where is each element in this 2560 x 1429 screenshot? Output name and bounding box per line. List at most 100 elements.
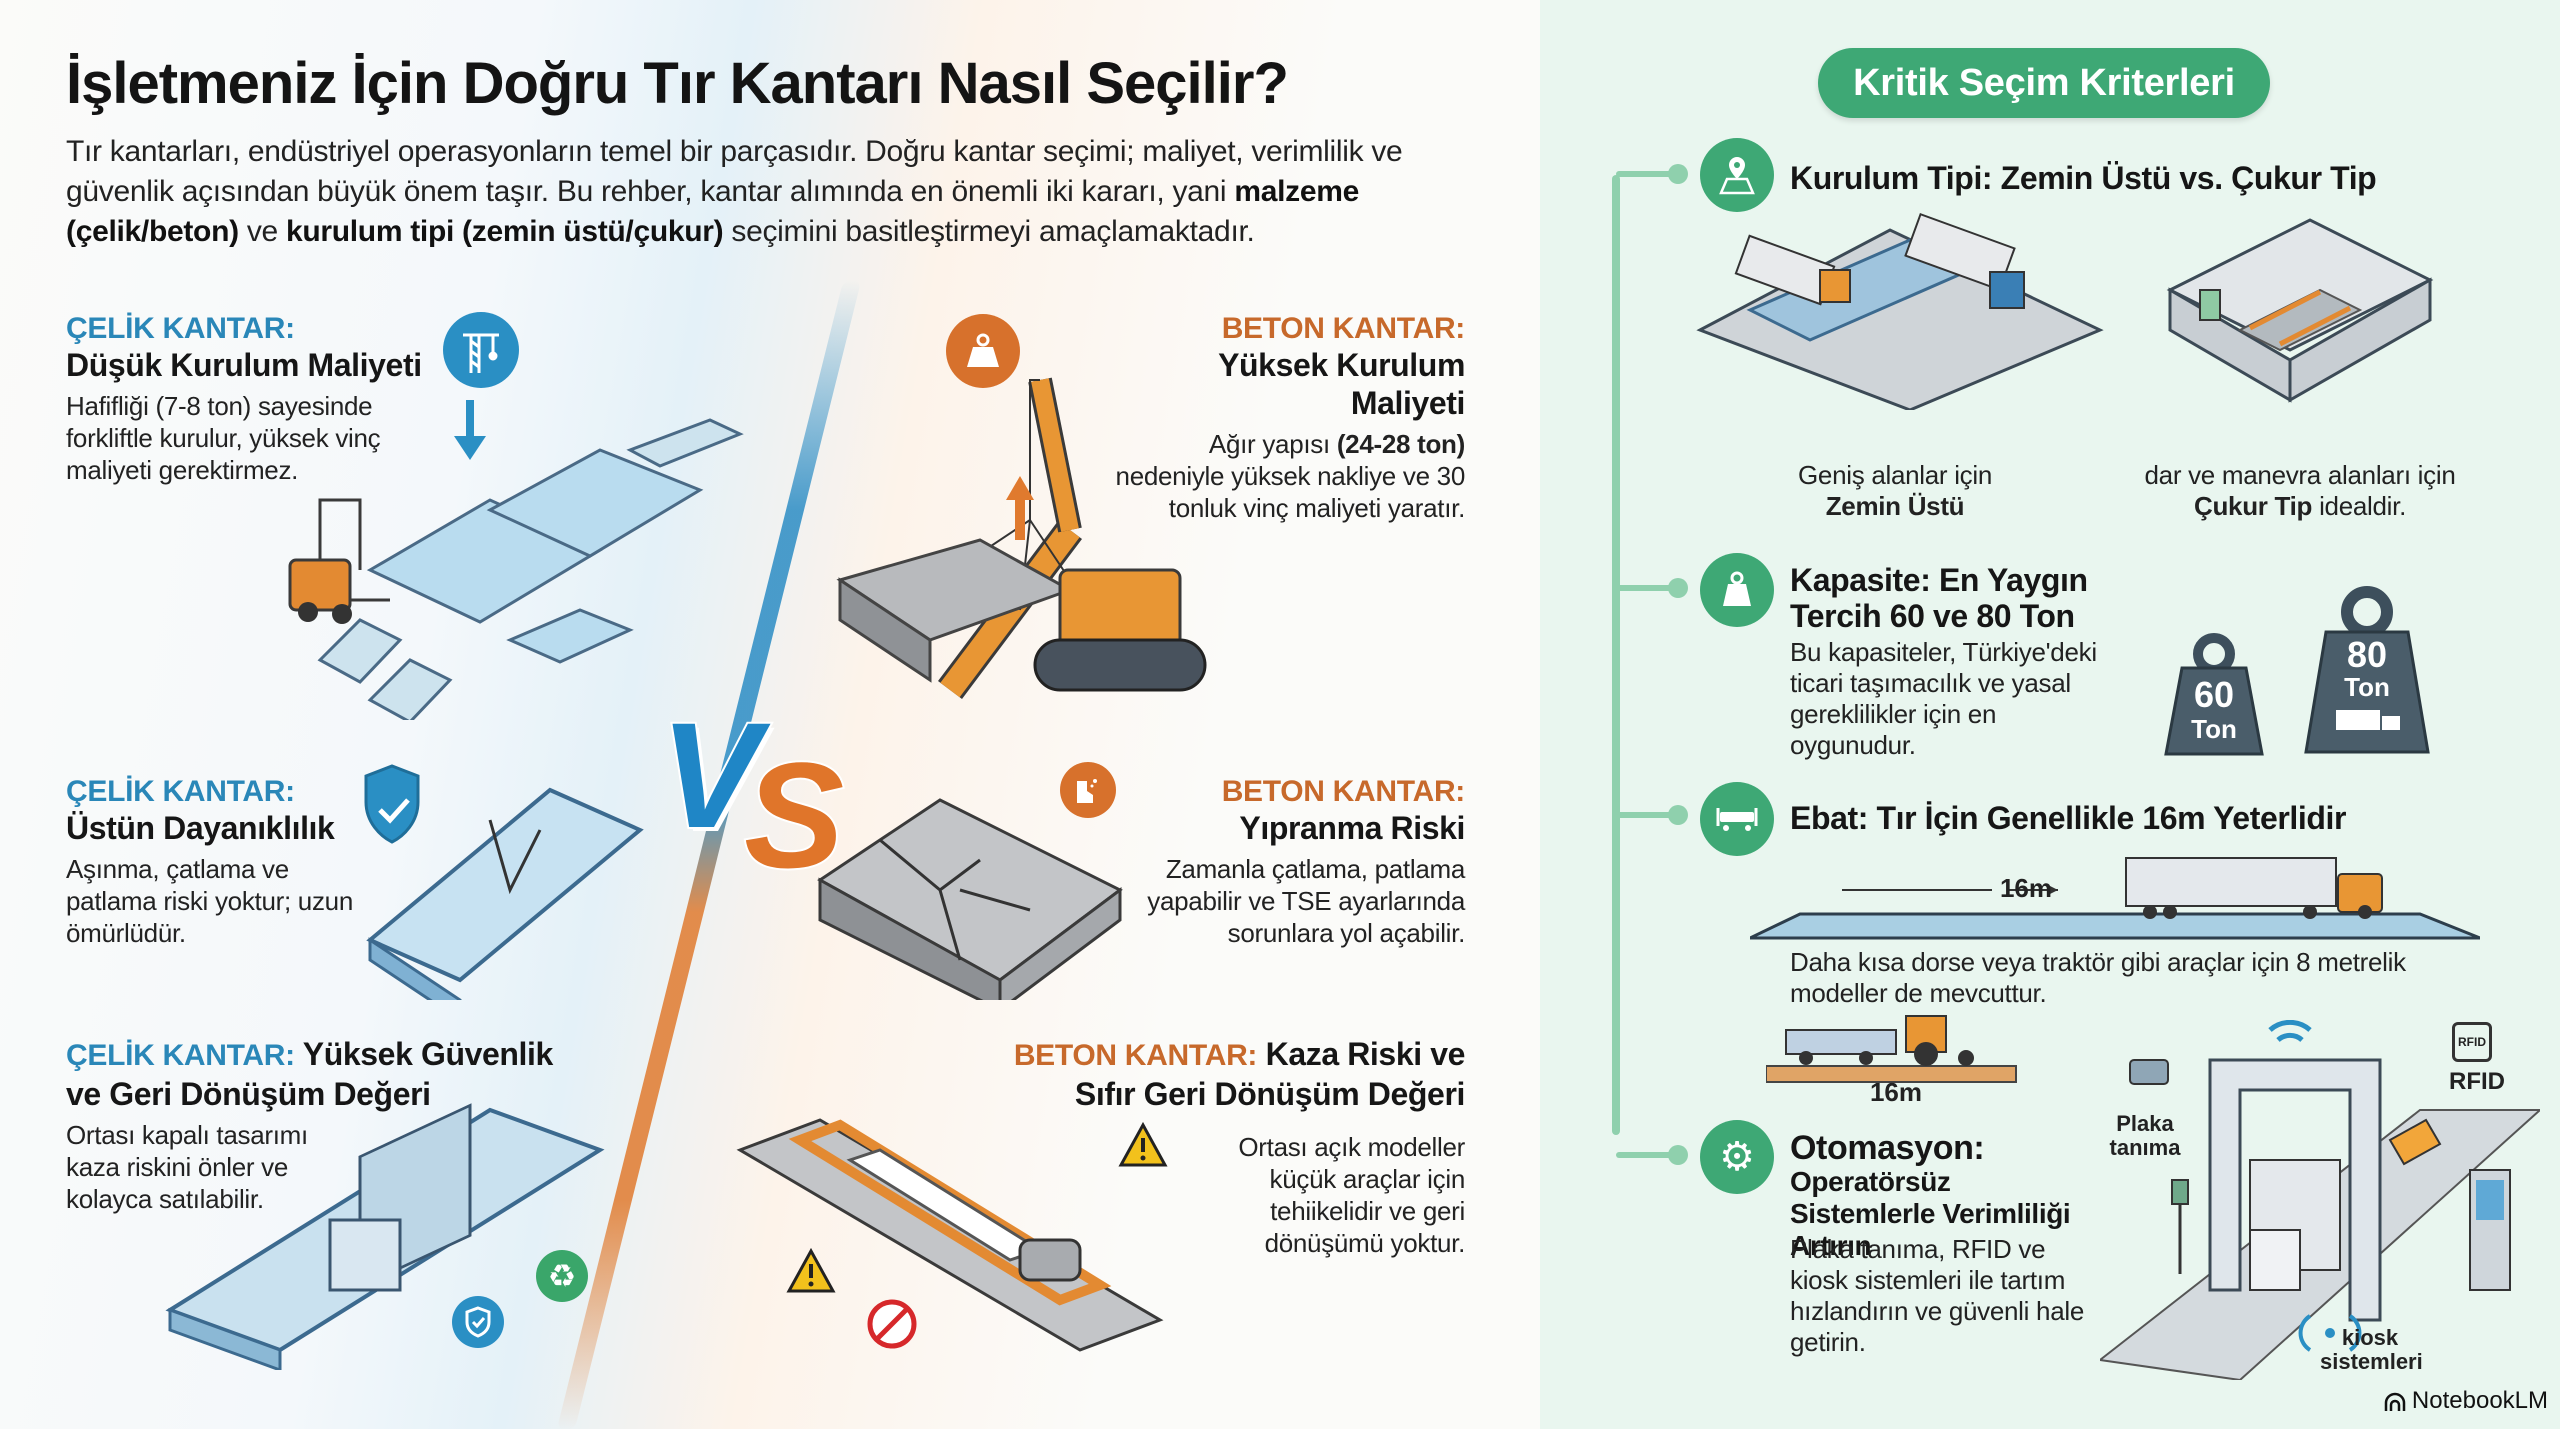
steel-install-cost: ÇELİK KANTAR: Düşük Kurulum Maliyeti Haf…	[66, 312, 426, 486]
automation-gate-illustration	[2100, 1020, 2540, 1380]
concrete-install-cost: BETON KANTAR: Yüksek Kurulum Maliyeti Ağ…	[1100, 312, 1466, 524]
criterion-title: Kapasite: En Yaygın Tercih 60 ve 80 Ton	[1790, 562, 2088, 634]
crumbling-wall-icon	[1060, 762, 1116, 818]
recycle-icon: ♻	[536, 1250, 588, 1302]
gears-icon: ⚙	[1700, 1120, 1774, 1194]
weight-60-ton: 60 Ton	[2164, 630, 2264, 758]
weight-value: 80	[2346, 634, 2388, 675]
kiosk-label: kiosk sistemleri	[2320, 1325, 2423, 1374]
shield-check-icon	[452, 1296, 504, 1348]
caption-text: dar ve manevra alanları için	[2144, 460, 2456, 490]
timeline-node	[1668, 578, 1688, 598]
intro-bold-install: kurulum tipi (zemin üstü/çukur)	[285, 215, 724, 248]
criterion-body: Daha kısa dorse veya traktör gibi araçla…	[1790, 947, 2406, 1008]
comparison-panel: İşletmeniz İçin Doğru Tır Kantarı Nasıl …	[0, 0, 1540, 1429]
weight-value: 60	[2193, 674, 2235, 715]
steel-kicker: ÇELİK KANTAR:	[66, 1039, 295, 1072]
body-bold: (24-28 ton)	[1336, 429, 1465, 459]
concrete-body: Zamanla çatlama, patlama yapabilir ve TS…	[1147, 854, 1465, 948]
pit-scale-illustration	[2166, 218, 2434, 403]
steel-body: Aşınma, çatlama ve patlama riski yoktur;…	[66, 854, 353, 948]
open-concrete-scale-illustration	[736, 1118, 1164, 1352]
truck-16m-scale-illustration	[1750, 857, 2480, 940]
weight-unit: Ton	[2344, 672, 2390, 702]
timeline-branch	[1616, 812, 1676, 818]
weight-icon	[1700, 553, 1774, 627]
steel-kicker: ÇELİK KANTAR:	[66, 775, 295, 808]
steel-body: Hafifliği (7-8 ton) sayesinde forkliftle…	[66, 390, 426, 486]
criterion-body: Plaka tanıma, RFID ve kiosk sistemleri i…	[1790, 1234, 2084, 1357]
steel-modules-forklift-illustration	[288, 400, 744, 720]
concrete-wear-risk: BETON KANTAR: Yıpranma Riski Zamanla çat…	[1100, 775, 1465, 949]
caption-text: Geniş alanlar için	[1797, 460, 1993, 490]
intro-text: Tır kantarları, endüstriyel operasyonlar…	[66, 135, 1403, 208]
notebooklm-brand: NotebookLM	[2384, 1387, 2548, 1415]
weight-80-ton: 80 Ton	[2302, 584, 2432, 756]
plate-recognition-label: Plaka tanıma	[2109, 1111, 2181, 1160]
brand-name: NotebookLM	[2411, 1387, 2548, 1414]
steel-durability-illustration	[364, 764, 644, 1000]
timeline-branch	[1616, 1152, 1676, 1158]
crane-icon	[443, 312, 519, 388]
no-recycle-icon	[867, 1299, 917, 1349]
above-ground-scale-illustration	[1696, 212, 2104, 410]
vs-s: S	[742, 731, 846, 899]
body-text: Ağır yapısı	[1208, 429, 1337, 459]
page-title: İşletmeniz İçin Doğru Tır Kantarı Nasıl …	[66, 51, 1289, 116]
body-text: nedeniyle yüksek nakliye ve 30 tonluk vi…	[1115, 461, 1466, 523]
body-text: Hafifliği (7-8 ton)	[66, 391, 252, 421]
caption-bold: Çukur Tip	[2193, 491, 2313, 521]
concrete-heading: Yıpranma Riski	[1239, 810, 1465, 846]
concrete-body: Ağır yapısı (24-28 ton) nedeniyle yüksek…	[1100, 428, 1466, 524]
steel-heading: Düşük Kurulum Maliyeti	[66, 347, 422, 383]
cracked-concrete-illustration	[817, 798, 1123, 1000]
criteria-badge: Kritik Seçim Kriterleri	[1818, 48, 2270, 118]
concrete-body: Ortası açık modeller küçük araçlar için …	[1238, 1132, 1465, 1258]
warning-icon	[786, 1248, 836, 1293]
concrete-kicker: BETON KANTAR:	[1221, 312, 1466, 345]
rfid-label: RFID	[2449, 1068, 2505, 1095]
criterion-title: Kurulum Tipi: Zemin Üstü vs. Çukur Tip	[1790, 160, 2377, 196]
weight-icon	[946, 314, 1020, 388]
dimension-label: 16m	[1869, 1077, 1923, 1107]
timeline-branch	[1616, 585, 1676, 591]
timeline-branch	[1616, 171, 1676, 177]
dimension-label: 16m	[1999, 873, 2053, 903]
criteria-panel: Kritik Seçim Kriterleri Kurulum Tipi: Ze…	[1540, 0, 2560, 1429]
steel-durability: ÇELİK KANTAR: Üstün Dayanıklılık Aşınma,…	[66, 775, 386, 949]
timeline-line	[1612, 175, 1620, 1135]
caption-bold: Zemin Üstü	[1825, 491, 1965, 521]
caption-text: idealdir.	[2312, 491, 2406, 521]
intro-text: ve	[238, 215, 286, 248]
concrete-kicker: BETON KANTAR:	[1013, 1039, 1258, 1072]
timeline-node	[1668, 164, 1688, 184]
concrete-accident-risk: BETON KANTAR: Kaza Riski ve Sıfır Geri D…	[960, 1035, 1466, 1259]
concrete-heading: Yüksek Kurulum Maliyeti	[1218, 347, 1465, 421]
timeline-node	[1668, 1145, 1688, 1165]
criterion-title: Otomasyon:	[1790, 1129, 1985, 1167]
vs-emblem: VS	[658, 698, 860, 892]
tractor-scale-illustration	[1766, 1015, 2017, 1083]
steel-kicker: ÇELİK KANTAR:	[66, 312, 295, 345]
body-text: sayesinde forkliftle kurulur, yüksek vin…	[66, 391, 381, 485]
warning-icon	[1118, 1122, 1168, 1167]
intro-bold-material: malzeme (çelik/beton)	[66, 175, 1359, 248]
intro-paragraph: Tır kantarları, endüstriyel operasyonlar…	[66, 132, 1506, 252]
criterion-body: Bu kapasiteler, Türkiye'deki ticari taşı…	[1790, 637, 2097, 760]
criterion-title: Ebat: Tır İçin Genellikle 16m Yeterlidir	[1790, 800, 2347, 836]
steel-safety-recycling: ÇELİK KANTAR: Yüksek Güvenlik ve Geri Dö…	[66, 1035, 586, 1215]
intro-text: seçimini basitleştirmeyi amaçlamaktadır.	[723, 215, 1255, 248]
crane-lifting-concrete-illustration	[836, 377, 1207, 699]
concrete-kicker: BETON KANTAR:	[1221, 775, 1466, 808]
map-pin-icon	[1700, 138, 1774, 212]
rfid-tag-icon: RFID	[2452, 1022, 2492, 1062]
timeline-node	[1668, 805, 1688, 825]
concrete-heading: Kaza Riski ve Sıfır Geri Dönüşüm Değeri	[1074, 1036, 1465, 1112]
weight-unit: Ton	[2191, 714, 2237, 744]
steel-body: Ortası kapalı tasarımı kaza riskini önle…	[66, 1120, 308, 1214]
steel-heading: Üstün Dayanıklılık	[66, 810, 335, 846]
steel-heading: Yüksek Güvenlik ve Geri Dönüşüm Değeri	[66, 1036, 553, 1112]
pit-caption: dar ve manevra alanları için Çukur Tip i…	[2130, 460, 2470, 522]
criterion-subtitle: Operatörsüz Sistemlerle Verimliliği Artı…	[1790, 1166, 2071, 1261]
